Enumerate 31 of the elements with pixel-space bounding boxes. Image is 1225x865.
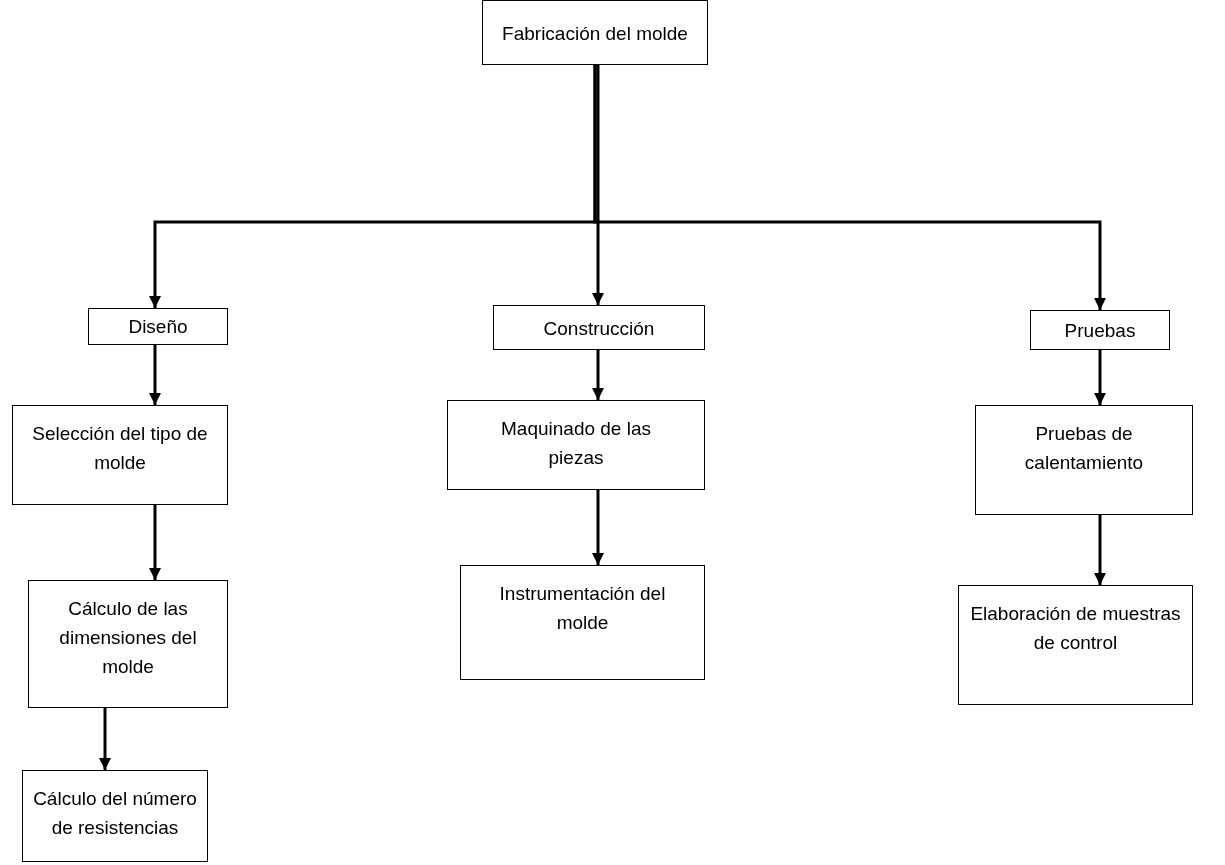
arrow [1094,515,1106,585]
arrow [593,65,1106,310]
arrow [592,490,604,565]
box-label: Maquinado de las piezas [500,417,652,470]
arrow [592,350,604,400]
process-box [12,405,228,505]
box-label: Cálculo de las dimensiones del molde [58,597,198,679]
box-label: Elaboración de muestras de control [969,602,1182,655]
box-label: Pruebas de calentamiento [1023,422,1145,475]
box-label: Fabricación del molde [502,22,688,46]
process-box [482,0,708,65]
process-box [958,585,1193,705]
process-box [1030,310,1170,350]
box-label: Cálculo del número de resistencias [32,787,198,840]
arrow [592,65,604,305]
process-box [975,405,1193,515]
arrow [149,505,161,580]
box-label: Pruebas [1064,319,1136,343]
process-box [28,580,228,708]
box-label: Construcción [543,317,655,341]
process-box [88,308,228,345]
process-box [447,400,705,490]
arrow [99,708,111,770]
box-label: Selección del tipo de molde [31,422,209,475]
process-box [22,770,208,862]
process-box [493,305,705,350]
arrow [1094,350,1106,405]
process-box [460,565,705,680]
box-label: Diseño [128,315,188,339]
box-label: Instrumentación del molde [498,582,667,635]
arrow [149,345,161,405]
